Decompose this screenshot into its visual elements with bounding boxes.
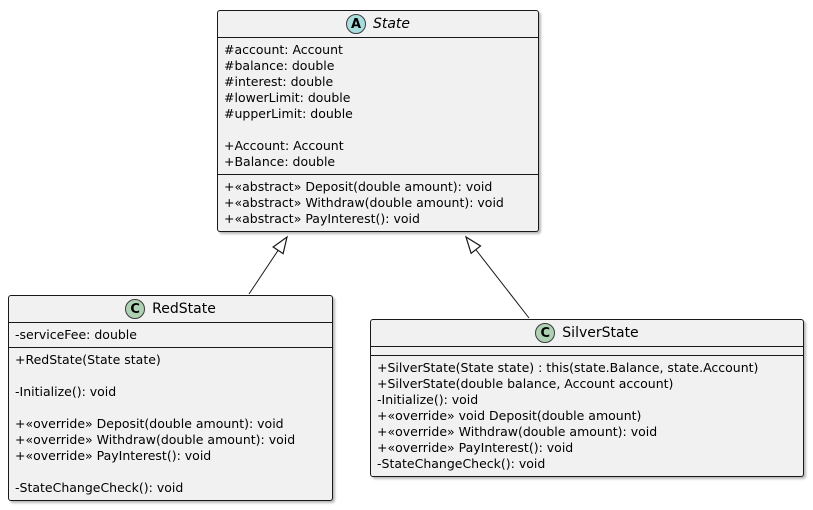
member-line: +«abstract» Deposit(double amount): void [224,179,493,194]
member-line: -StateChangeCheck(): void [377,456,546,471]
member-line: -Initialize(): void [15,384,117,399]
class-icon: C [535,323,556,343]
class-header-redstate: C RedState [9,296,332,323]
methods-section-state: +«abstract» Deposit(double amount): void… [218,174,538,231]
member-line: #interest: double [224,74,334,89]
class-box-silverstate: C SilverState +SilverState(State state) … [370,319,804,477]
methods-section-redstate: +RedState(State state) -Initialize(): voi… [9,347,332,500]
attributes-section-redstate: -serviceFee: double [9,323,332,347]
class-header-state: A State [218,11,538,38]
member-line: +SilverState(double balance, Account acc… [377,376,674,391]
inheritance-arrow-redstate-to-state [248,235,288,295]
member-line: -StateChangeCheck(): void [15,480,184,495]
member-line [224,122,532,138]
member-line: +«abstract» Withdraw(double amount): voi… [224,195,504,210]
member-line: +SilverState(State state) : this(state.B… [377,360,759,375]
class-title-redstate: RedState [152,301,216,317]
methods-section-silverstate: +SilverState(State state) : this(state.B… [371,355,803,476]
class-title-state: State [372,16,411,32]
member-line: #balance: double [224,58,335,73]
member-line: +«override» void Deposit(double amount) [377,408,642,423]
member-line: +«abstract» PayInterest(): void [224,211,420,226]
member-line: +«override» Withdraw(double amount): voi… [377,424,658,439]
member-line: #upperLimit: double [224,106,353,121]
member-line [15,368,326,384]
class-box-redstate: C RedState -serviceFee: double +RedState… [8,295,333,501]
class-icon: C [125,299,146,319]
member-line: #lowerLimit: double [224,90,351,105]
member-line: -serviceFee: double [15,327,137,342]
class-header-silverstate: C SilverState [371,320,803,347]
member-line: #account: Account [224,42,343,57]
member-line [15,464,326,480]
member-line [15,400,326,416]
member-line: -Initialize(): void [377,392,479,407]
class-box-state: A State #account: Account#balance: doubl… [217,10,539,232]
member-line: +RedState(State state) [15,352,161,367]
attributes-section-state: #account: Account#balance: double#intere… [218,38,538,174]
member-line: +Account: Account [224,138,344,153]
class-title-silverstate: SilverState [562,325,639,341]
member-line: +«override» PayInterest(): void [15,448,212,463]
abstract-icon: A [345,14,366,34]
inheritance-arrow-silverstate-to-state [464,235,530,319]
member-line: +«override» Withdraw(double amount): voi… [15,432,296,447]
member-line: +Balance: double [224,154,336,169]
member-line: +«override» PayInterest(): void [377,440,574,455]
member-line: +«override» Deposit(double amount): void [15,416,284,431]
attributes-section-silverstate [371,347,803,355]
